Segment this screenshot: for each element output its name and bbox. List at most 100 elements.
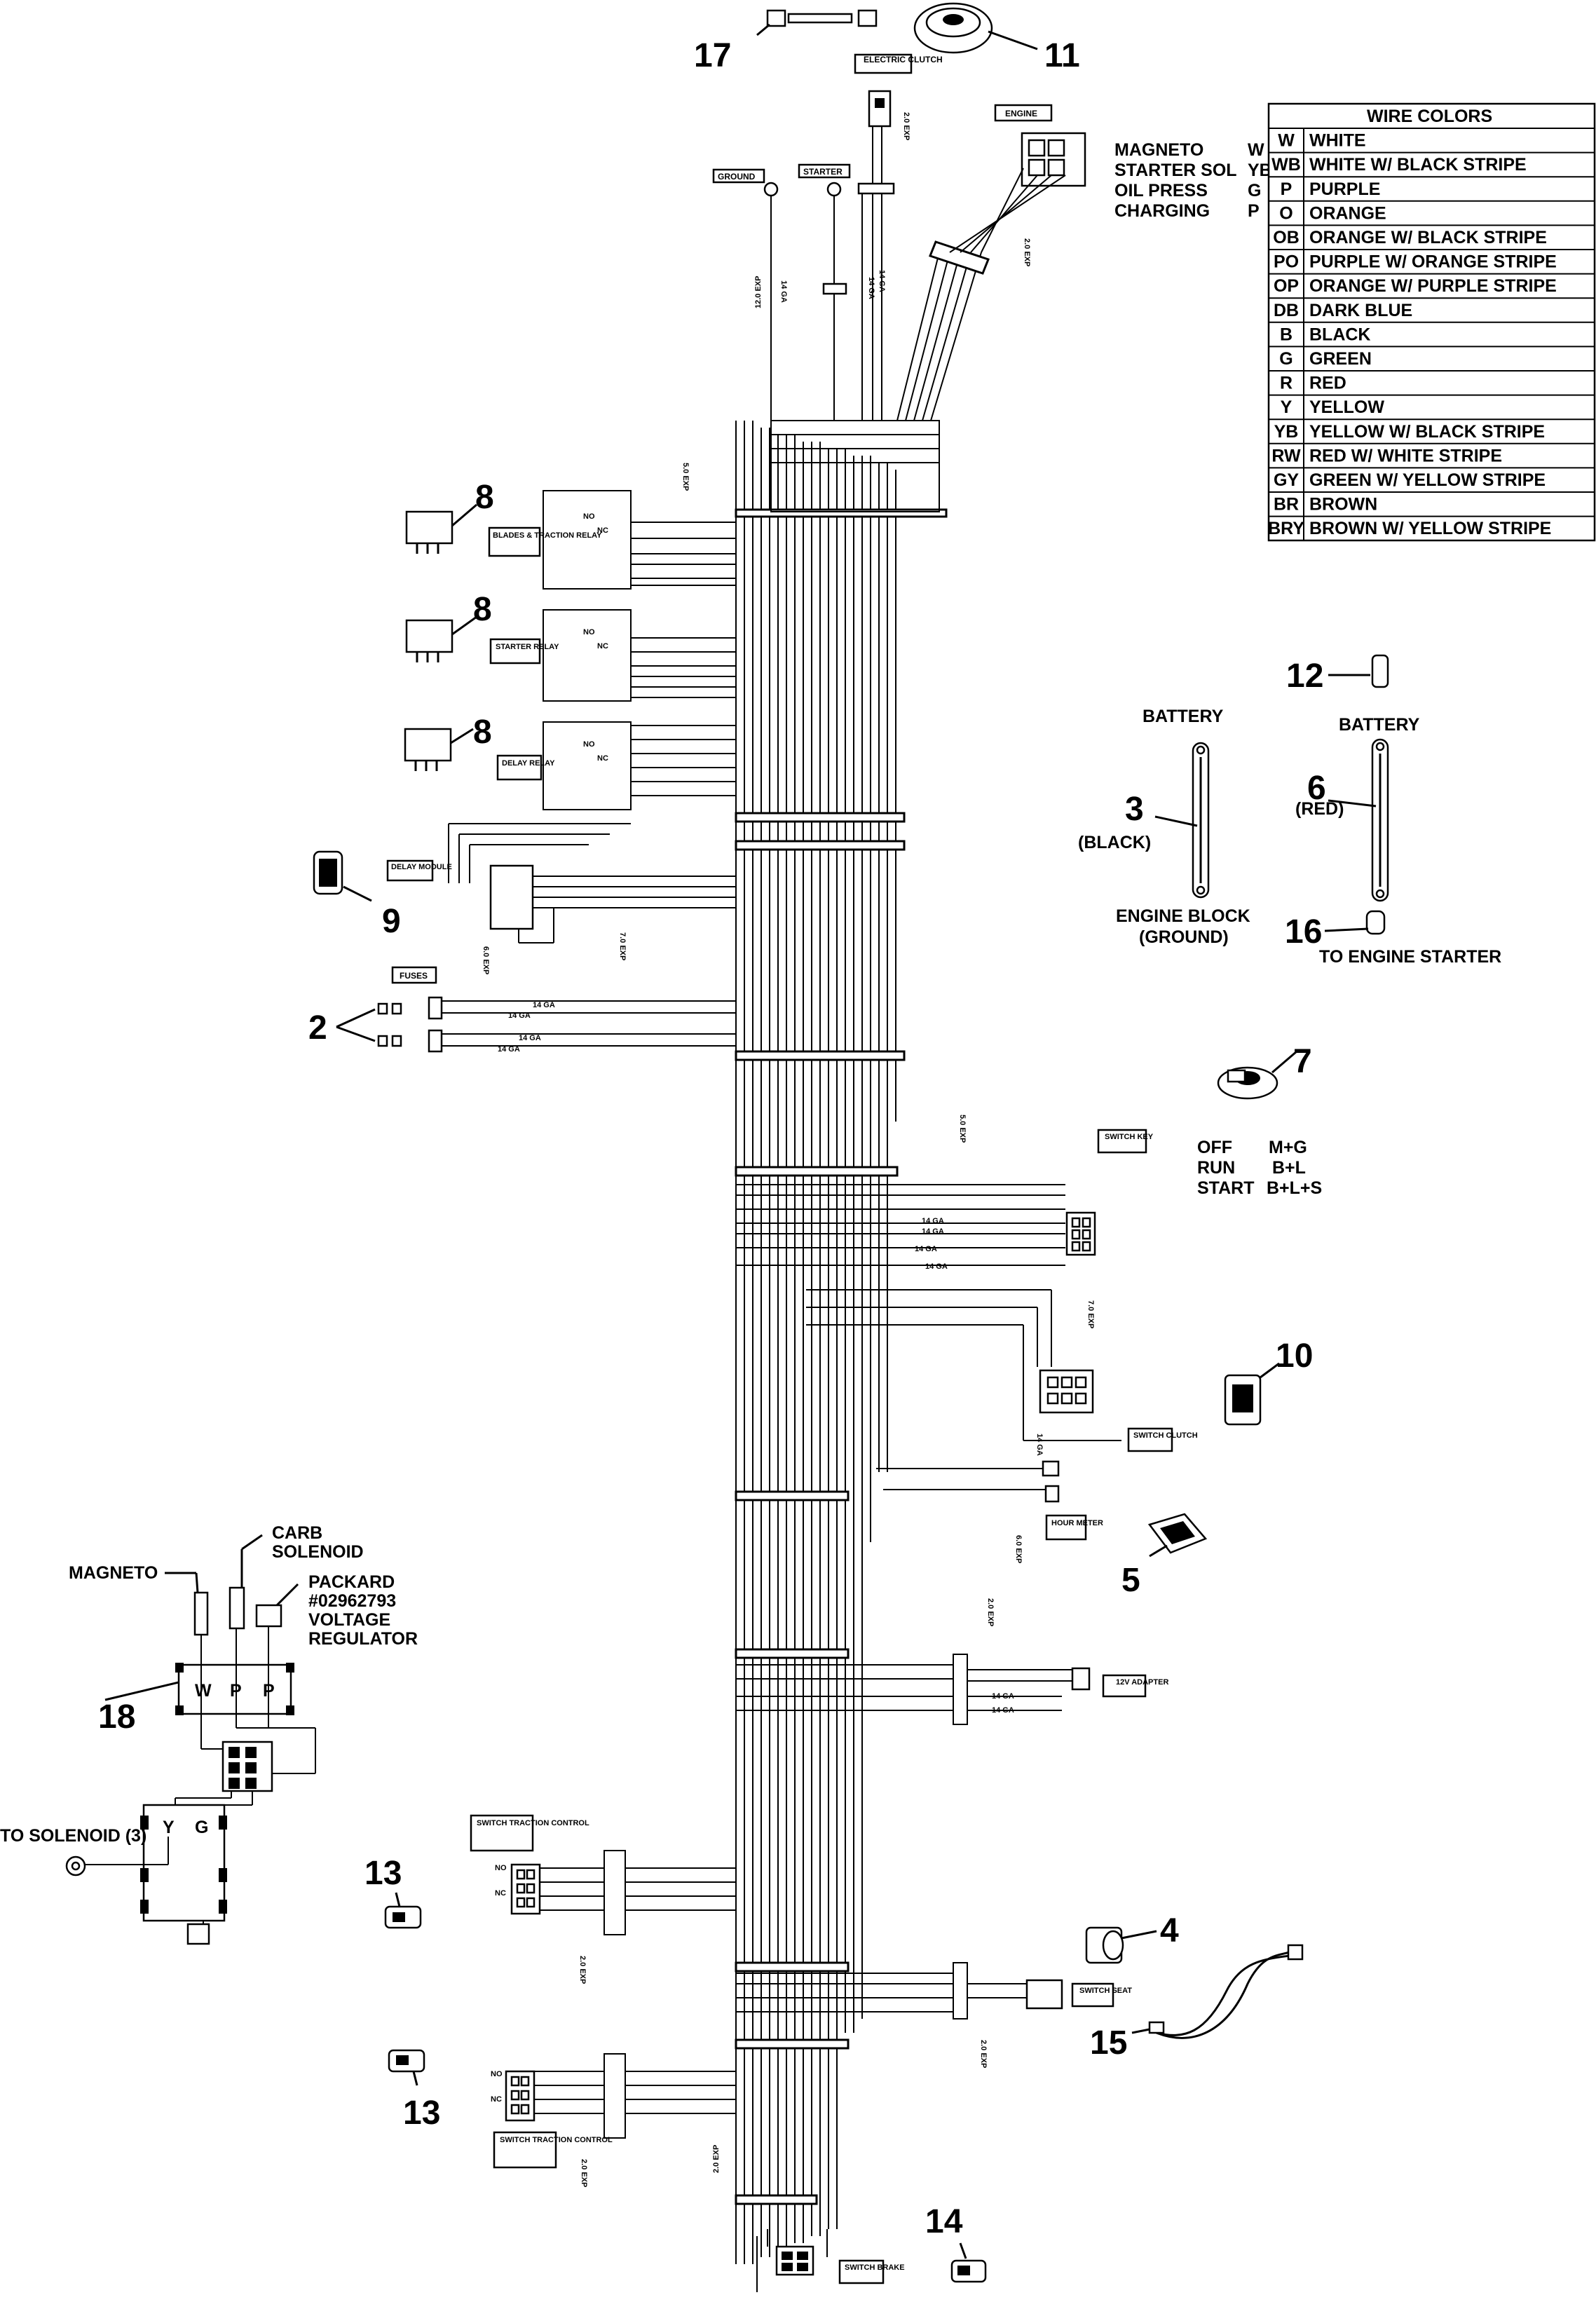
wire-color-code: O	[1279, 203, 1293, 223]
component-15-cable-icon	[1131, 1944, 1304, 2039]
engine-label-magneto: MAGNETO	[1114, 140, 1203, 160]
engine-label-starter-sol: STARTER SOL	[1114, 161, 1237, 180]
component-5-hour-meter-icon	[1147, 1513, 1208, 1558]
component-7-ignition-key	[1217, 1050, 1297, 1100]
gauge-label: 14 GA	[878, 270, 886, 292]
callout-5: 5	[1121, 1562, 1140, 1599]
key-pos-start: START	[1197, 1178, 1254, 1198]
component-13-switch-icon-2	[388, 2049, 425, 2086]
callout-6: 6	[1307, 770, 1326, 807]
exp-label: 5.0 EXP	[958, 1115, 967, 1143]
switch-clutch-tag: SWITCH CLUTCH	[1133, 1431, 1198, 1440]
component-11-clutch-icon	[913, 2, 1038, 54]
gauge-label: 14 GA	[992, 1692, 1014, 1701]
key-pos-off: OFF	[1197, 1138, 1232, 1157]
exp-label: 12.0 EXP	[754, 276, 763, 308]
fuses-tag: FUSES	[400, 971, 428, 981]
switch-pin-nc: NC	[495, 1889, 506, 1898]
delay-relay-tag: DELAY RELAY	[502, 759, 555, 768]
callout-2-leaders	[336, 1008, 376, 1042]
wire-color-name: ORANGE W/ PURPLE STRIPE	[1309, 276, 1557, 296]
harness-bands	[735, 508, 948, 2205]
engine-label-charging: CHARGING	[1114, 201, 1210, 221]
battery-black-color: (BLACK)	[1078, 833, 1151, 852]
component-10-clutch-switch	[1224, 1362, 1280, 1426]
wire-color-name: ORANGE W/ BLACK STRIPE	[1309, 228, 1547, 247]
ground-tag: GROUND	[718, 172, 756, 182]
delay-module: DELAY MODULE	[386, 823, 736, 944]
wire-color-name: WHITE	[1309, 131, 1366, 151]
ground-terminal: GROUND	[712, 168, 779, 197]
harness-trunk	[735, 420, 948, 2264]
gauge-label: 14 GA	[779, 280, 788, 303]
switch-brake-tag: SWITCH BRAKE	[845, 2263, 905, 2272]
relay-pin-nc: NC	[597, 526, 608, 535]
exp-label: 2.0 EXP	[580, 2159, 588, 2187]
regulator-packard2: #02962793	[308, 1591, 396, 1611]
wire-color-code: BR	[1274, 495, 1299, 515]
battery-black-bottom2: (GROUND)	[1139, 927, 1229, 947]
wire-color-name: BROWN W/ YELLOW STRIPE	[1309, 519, 1551, 538]
wire-color-code: OB	[1273, 228, 1300, 247]
wire-color-code: R	[1280, 374, 1293, 393]
starter-relay-tag: STARTER RELAY	[496, 643, 559, 651]
exp-label: 5.0 EXP	[681, 463, 690, 491]
battery-cable-red: BATTERY (RED) TO ENGINE STARTER	[1295, 715, 1501, 967]
callout-13-b: 13	[403, 2095, 440, 2132]
wire-color-code: GY	[1274, 470, 1299, 490]
top-wires	[770, 168, 982, 421]
gauge-label: 14 GA	[1035, 1433, 1044, 1456]
wire-color-code: Y	[1281, 397, 1293, 417]
battery-black-top: BATTERY	[1143, 707, 1224, 726]
regulator-to-solenoid: TO SOLENOID (3)	[0, 1826, 146, 1846]
switch-seat-tag: SWITCH SEAT	[1079, 1987, 1132, 1995]
wire-color-code: YB	[1274, 422, 1299, 442]
engine-code: P	[1248, 201, 1260, 221]
wire-color-name: BLACK	[1309, 325, 1371, 344]
component-17-connector	[756, 9, 878, 36]
delay-relay: DELAY RELAY NO NC	[496, 721, 736, 810]
callout-3: 3	[1125, 791, 1144, 828]
callout-2: 2	[308, 1009, 327, 1047]
callout-8-blades: 8	[475, 479, 494, 516]
wire-color-code: DB	[1274, 301, 1299, 320]
relay-icon-1	[405, 503, 477, 554]
regulator-packard4: REGULATOR	[308, 1629, 418, 1649]
battery-black-bottom1: ENGINE BLOCK	[1116, 906, 1250, 926]
wire-color-name: RED W/ WHITE STRIPE	[1309, 446, 1502, 465]
key-contacts: B+L+S	[1267, 1178, 1322, 1198]
callout-15: 15	[1090, 2024, 1127, 2062]
exp-label: 2.0 EXP	[986, 1598, 995, 1626]
switch-traction-control-1: SWITCH TRACTION CONTROL NO NC	[470, 1814, 736, 1935]
exp-label: 2.0 EXP	[578, 1956, 587, 1984]
gauge-label: 14 GA	[498, 1045, 520, 1054]
wire-color-code: WB	[1271, 155, 1301, 175]
switch-key: SWITCH KEY 14 GA 14 GA 14 GA 14 GA	[736, 1129, 1154, 1271]
switch-traction-control-2: SWITCH TRACTION CONTROL NO NC	[491, 2053, 736, 2169]
engine-code: G	[1248, 181, 1261, 200]
switch-pin-no: NO	[491, 2070, 503, 2078]
exp-label: 2.0 EXP	[902, 112, 910, 140]
wire-color-name: ORANGE	[1309, 203, 1386, 223]
switch-traction-control-2-tag: SWITCH TRACTION CONTROL	[500, 2136, 613, 2144]
switch-clutch: SWITCH CLUTCH	[806, 1289, 1198, 1452]
voltage-regulator: MAGNETO CARB SOLENOID PACKARD #02962793 …	[0, 1523, 418, 1945]
key-contacts: B+L	[1272, 1158, 1306, 1178]
delay-module-tag: DELAY MODULE	[391, 863, 452, 871]
key-pos-run: RUN	[1197, 1158, 1235, 1178]
wire-color-name: DARK BLUE	[1309, 301, 1412, 320]
switch-key-tag: SWITCH KEY	[1105, 1133, 1154, 1141]
exp-label: 2.0 EXP	[712, 2145, 721, 2173]
wire-color-name: GREEN	[1309, 349, 1372, 369]
callout-8-starter: 8	[473, 591, 492, 628]
hour-meter-tag: HOUR METER	[1051, 1519, 1103, 1527]
wire-color-name: WHITE W/ BLACK STRIPE	[1309, 155, 1527, 175]
callout-4: 4	[1160, 1912, 1179, 1949]
exp-label: 2.0 EXP	[1023, 238, 1031, 266]
wire-color-code: BRY	[1268, 519, 1304, 538]
gauge-label: 14 GA	[922, 1217, 944, 1225]
exp-label: 6.0 EXP	[482, 946, 490, 974]
blades-traction-relay-tag: BLADES & TRACTION RELAY	[493, 531, 602, 540]
